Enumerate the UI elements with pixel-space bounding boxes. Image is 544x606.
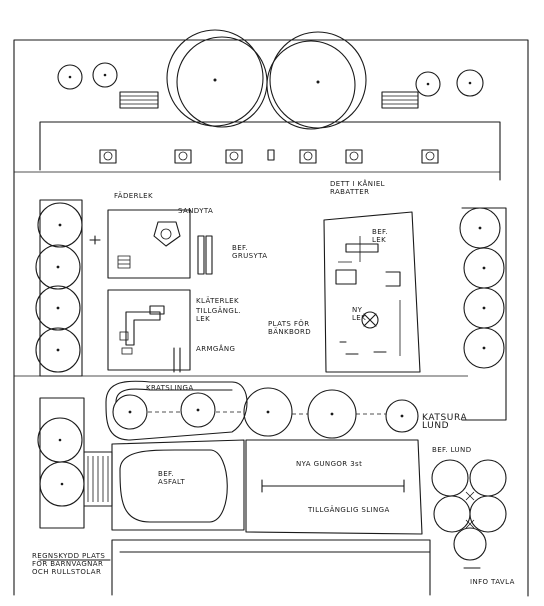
tree-loop-path bbox=[105, 380, 419, 441]
label-bef-asfalt: BEF. ASFALT bbox=[158, 470, 186, 486]
planter-row bbox=[39, 121, 501, 181]
trees-right-column bbox=[459, 207, 507, 421]
large-trees-top bbox=[166, 29, 367, 130]
label-tillganglig-lek: TILLGÄNGL. LEK bbox=[196, 307, 242, 323]
label-klaterlek: KLÄTERLEK bbox=[196, 297, 239, 305]
label-bef-lund: BEF. LUND bbox=[432, 446, 472, 454]
stairs-top bbox=[119, 91, 419, 109]
label-faderlek: FÄDERLEK bbox=[114, 192, 153, 200]
trees-top-row bbox=[57, 62, 484, 97]
asphalt-area bbox=[111, 439, 245, 531]
label-nya-gunger: NYA GUNGOR 3st bbox=[296, 460, 363, 468]
label-katsura-lund: KATSURA LUND bbox=[422, 413, 468, 431]
misc-markers bbox=[39, 235, 111, 561]
lower-walkway bbox=[111, 539, 431, 596]
climbing-play-area bbox=[107, 289, 191, 373]
trees-left-column bbox=[35, 199, 83, 377]
existing-grove bbox=[431, 459, 507, 569]
label-info-tavla: INFO TAVLA bbox=[470, 578, 515, 586]
site-boundary bbox=[13, 39, 529, 597]
label-bef-lek: BEF. LEK bbox=[372, 228, 388, 244]
label-tillganglig-slinga: TILLGÄNGLIG SLINGA bbox=[308, 506, 390, 514]
label-plats-for-bankbord: PLATS FÖR BÄNKBORD bbox=[268, 320, 312, 336]
label-dett-kaniel: DETT I KÅNIEL RABATTER bbox=[330, 180, 385, 196]
play-area-right bbox=[323, 211, 421, 373]
label-ny-lek: NY LEK bbox=[352, 306, 367, 322]
label-kratslinga: KRATSLINGA bbox=[146, 384, 194, 392]
label-regnskydd: REGNSKYDD PLATS FÖR BARNVAGNAR OCH RULLS… bbox=[32, 552, 106, 576]
label-bef-grusyta: BEF. GRUSYTA bbox=[232, 244, 268, 260]
sand-area bbox=[107, 209, 213, 279]
swings-area bbox=[245, 439, 423, 535]
label-sandytta: SANDYTA bbox=[178, 207, 214, 215]
label-armgang: ARMGÅNG bbox=[196, 345, 236, 353]
rain-shelter-area bbox=[37, 397, 113, 529]
